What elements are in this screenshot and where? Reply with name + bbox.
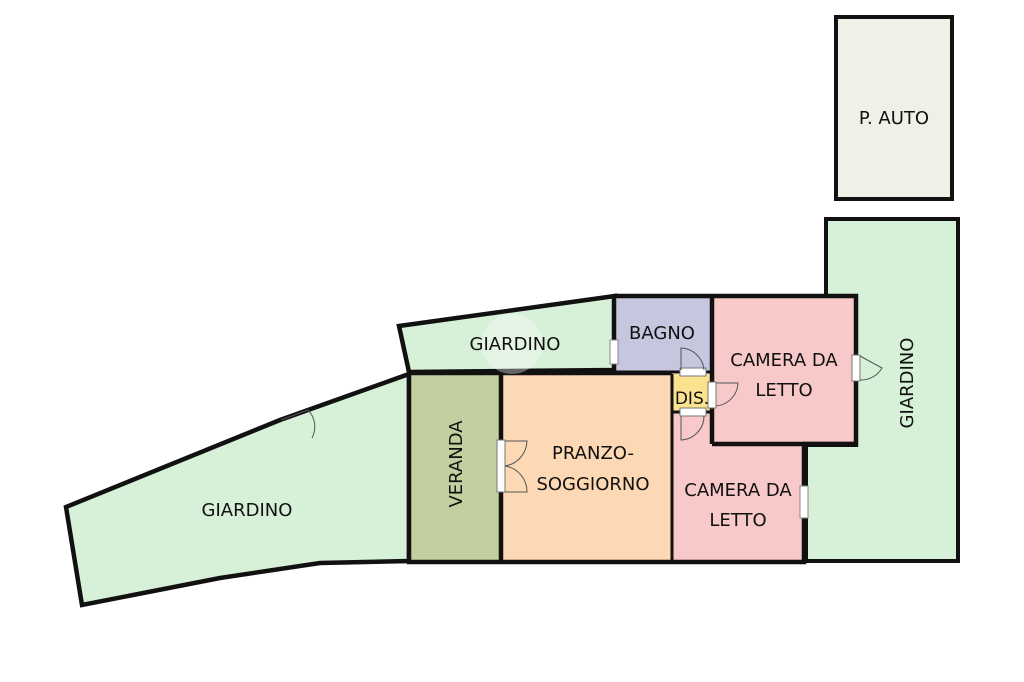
- hall-label: DIS.: [675, 389, 709, 409]
- door-bathroom: [679, 347, 707, 377]
- living-label-line1: PRANZO-: [552, 443, 634, 464]
- veranda-area: [409, 374, 501, 561]
- door-bedroom-1: [707, 381, 739, 409]
- bedroom-2-area: [672, 412, 804, 561]
- garden-right-label: GIARDINO: [897, 338, 918, 429]
- door-left-garden: [280, 409, 316, 439]
- garden-left-area: [63, 370, 412, 608]
- door-bedroom-2: [679, 407, 707, 441]
- bathroom-label: BAGNO: [629, 323, 695, 344]
- bedroom-1-label-line2: LETTO: [755, 380, 812, 401]
- door-bedroom-1-garden: [851, 354, 883, 382]
- bedroom-1-label-line1: CAMERA DA: [730, 350, 838, 371]
- bedroom-2-label-line1: CAMERA DA: [684, 480, 792, 501]
- bedroom-2-label-line2: LETTO: [709, 510, 766, 531]
- watermark-logo: [482, 314, 542, 374]
- door-veranda-living: [496, 439, 528, 493]
- living-label-line2: SOGGIORNO: [536, 474, 649, 495]
- parking-area: [834, 15, 954, 201]
- window-top-garden: [609, 339, 619, 365]
- living-room-area: [502, 374, 672, 561]
- bathroom-area: [614, 298, 712, 372]
- parking-label: P. AUTO: [859, 108, 929, 129]
- garden-top-label: GIARDINO: [470, 334, 561, 355]
- bedroom-1-area: [712, 298, 856, 444]
- garden-left-label: GIARDINO: [202, 500, 293, 521]
- hall-area: [672, 374, 712, 412]
- veranda-label: VERANDA: [446, 420, 467, 508]
- window-bedroom-2: [799, 485, 809, 519]
